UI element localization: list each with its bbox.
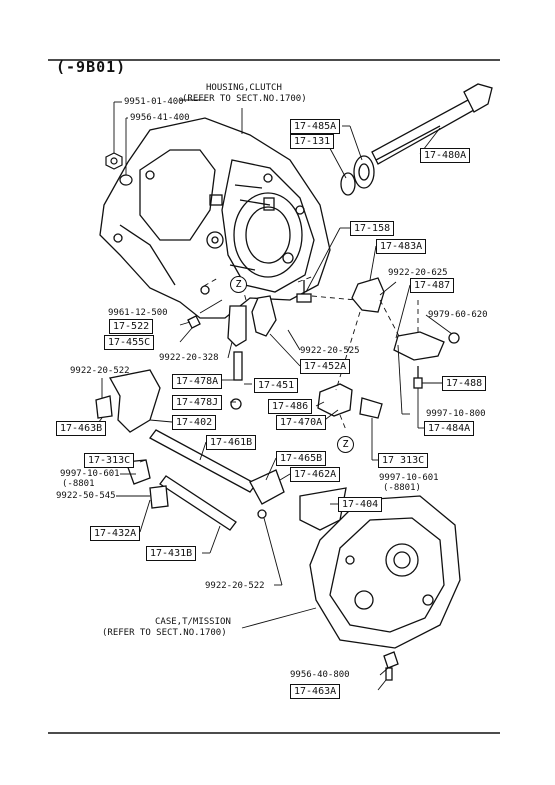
diagram-code-header: (-9B01) bbox=[56, 58, 127, 76]
part-9997-10-800[interactable]: 9997-10-800 bbox=[426, 409, 486, 419]
shift-rod-drawing bbox=[340, 83, 493, 196]
housing-clutch-note: HOUSING,CLUTCH bbox=[206, 83, 282, 93]
dashed-linkage-lines bbox=[203, 275, 419, 431]
page-border-lines bbox=[48, 59, 500, 734]
part-9997-10-601-right[interactable]: 9997-10-601 bbox=[379, 473, 439, 483]
z-reference-marker-upper: Z bbox=[230, 276, 247, 293]
part-17-488[interactable]: 17-488 bbox=[442, 376, 487, 391]
part-17-452A[interactable]: 17-452A bbox=[300, 359, 351, 374]
part-9922-20-328[interactable]: 9922-20-328 bbox=[159, 353, 219, 363]
part-17-478A[interactable]: 17-478A bbox=[172, 374, 223, 389]
case-tmission-note: CASE,T/MISSION bbox=[155, 617, 231, 627]
part-17-402[interactable]: 17-402 bbox=[172, 415, 217, 430]
shift-mechanism-drawing bbox=[95, 277, 460, 531]
part-17-465B[interactable]: 17-465B bbox=[276, 451, 327, 466]
case-tmission-ref-note: (REFER TO SECT.NO.1700) bbox=[102, 628, 227, 638]
part-9979-60-620[interactable]: 9979-60-620 bbox=[428, 310, 488, 320]
part-9956-40-800[interactable]: 9956-40-800 bbox=[290, 670, 350, 680]
part-17-522[interactable]: 17-522 bbox=[109, 319, 154, 334]
part-17-462A[interactable]: 17-462A bbox=[290, 467, 341, 482]
part-17-484A[interactable]: 17-484A bbox=[424, 421, 475, 436]
part-17-313C-left[interactable]: 17-313C bbox=[84, 453, 135, 468]
part-9922-20-522-upper[interactable]: 9922-20-522 bbox=[70, 366, 130, 376]
part-17-463B[interactable]: 17-463B bbox=[56, 421, 107, 436]
housing-clutch-ref-note: (REFER TO SECT.NO.1700) bbox=[182, 94, 307, 104]
part-17-455C[interactable]: 17-455C bbox=[104, 335, 155, 350]
part-17-431B[interactable]: 17-431B bbox=[146, 546, 197, 561]
clutch-housing-drawing bbox=[99, 117, 331, 319]
part-9956-41-400[interactable]: 9956-41-400 bbox=[130, 113, 190, 123]
part-17-158[interactable]: 17-158 bbox=[350, 221, 395, 236]
part-17-432A[interactable]: 17-432A bbox=[90, 526, 141, 541]
part-17-461B[interactable]: 17-461B bbox=[206, 435, 257, 450]
part-17-404[interactable]: 17-404 bbox=[338, 497, 383, 512]
part-9997-10-601-left[interactable]: 9997-10-601 bbox=[60, 469, 120, 479]
part-17-483A[interactable]: 17-483A bbox=[376, 239, 427, 254]
part-9922-20-522-lower[interactable]: 9922-20-522 bbox=[205, 581, 265, 591]
part-9922-50-545[interactable]: 9922-50-545 bbox=[56, 491, 116, 501]
part-17-487[interactable]: 17-487 bbox=[410, 278, 455, 293]
transmission-case-drawing bbox=[309, 495, 461, 681]
part-17-470A[interactable]: 17-470A bbox=[276, 415, 327, 430]
leader-lines bbox=[93, 99, 453, 691]
part-9951-01-400[interactable]: 9951-01-400 bbox=[124, 97, 184, 107]
part-9922-20-625[interactable]: 9922-20-625 bbox=[388, 268, 448, 278]
part-17-480A[interactable]: 17-480A bbox=[420, 148, 471, 163]
part-17-478J[interactable]: 17-478J bbox=[172, 395, 223, 410]
part-17-451[interactable]: 17-451 bbox=[254, 378, 299, 393]
part-9961-12-500[interactable]: 9961-12-500 bbox=[108, 308, 168, 318]
part-17-313C-right[interactable]: 17 313C bbox=[378, 453, 429, 468]
part-9922-20-525[interactable]: 9922-20-525 bbox=[300, 346, 360, 356]
z-reference-marker-lower: Z bbox=[337, 436, 354, 453]
part-17-463A[interactable]: 17-463A bbox=[290, 684, 341, 699]
part-8801-left[interactable]: (-8801 bbox=[62, 479, 95, 489]
part-17-485A[interactable]: 17-485A bbox=[290, 119, 341, 134]
part-17-486[interactable]: 17-486 bbox=[268, 399, 313, 414]
part-8801-right[interactable]: (-8801) bbox=[383, 483, 421, 493]
part-17-131[interactable]: 17-131 bbox=[290, 134, 335, 149]
